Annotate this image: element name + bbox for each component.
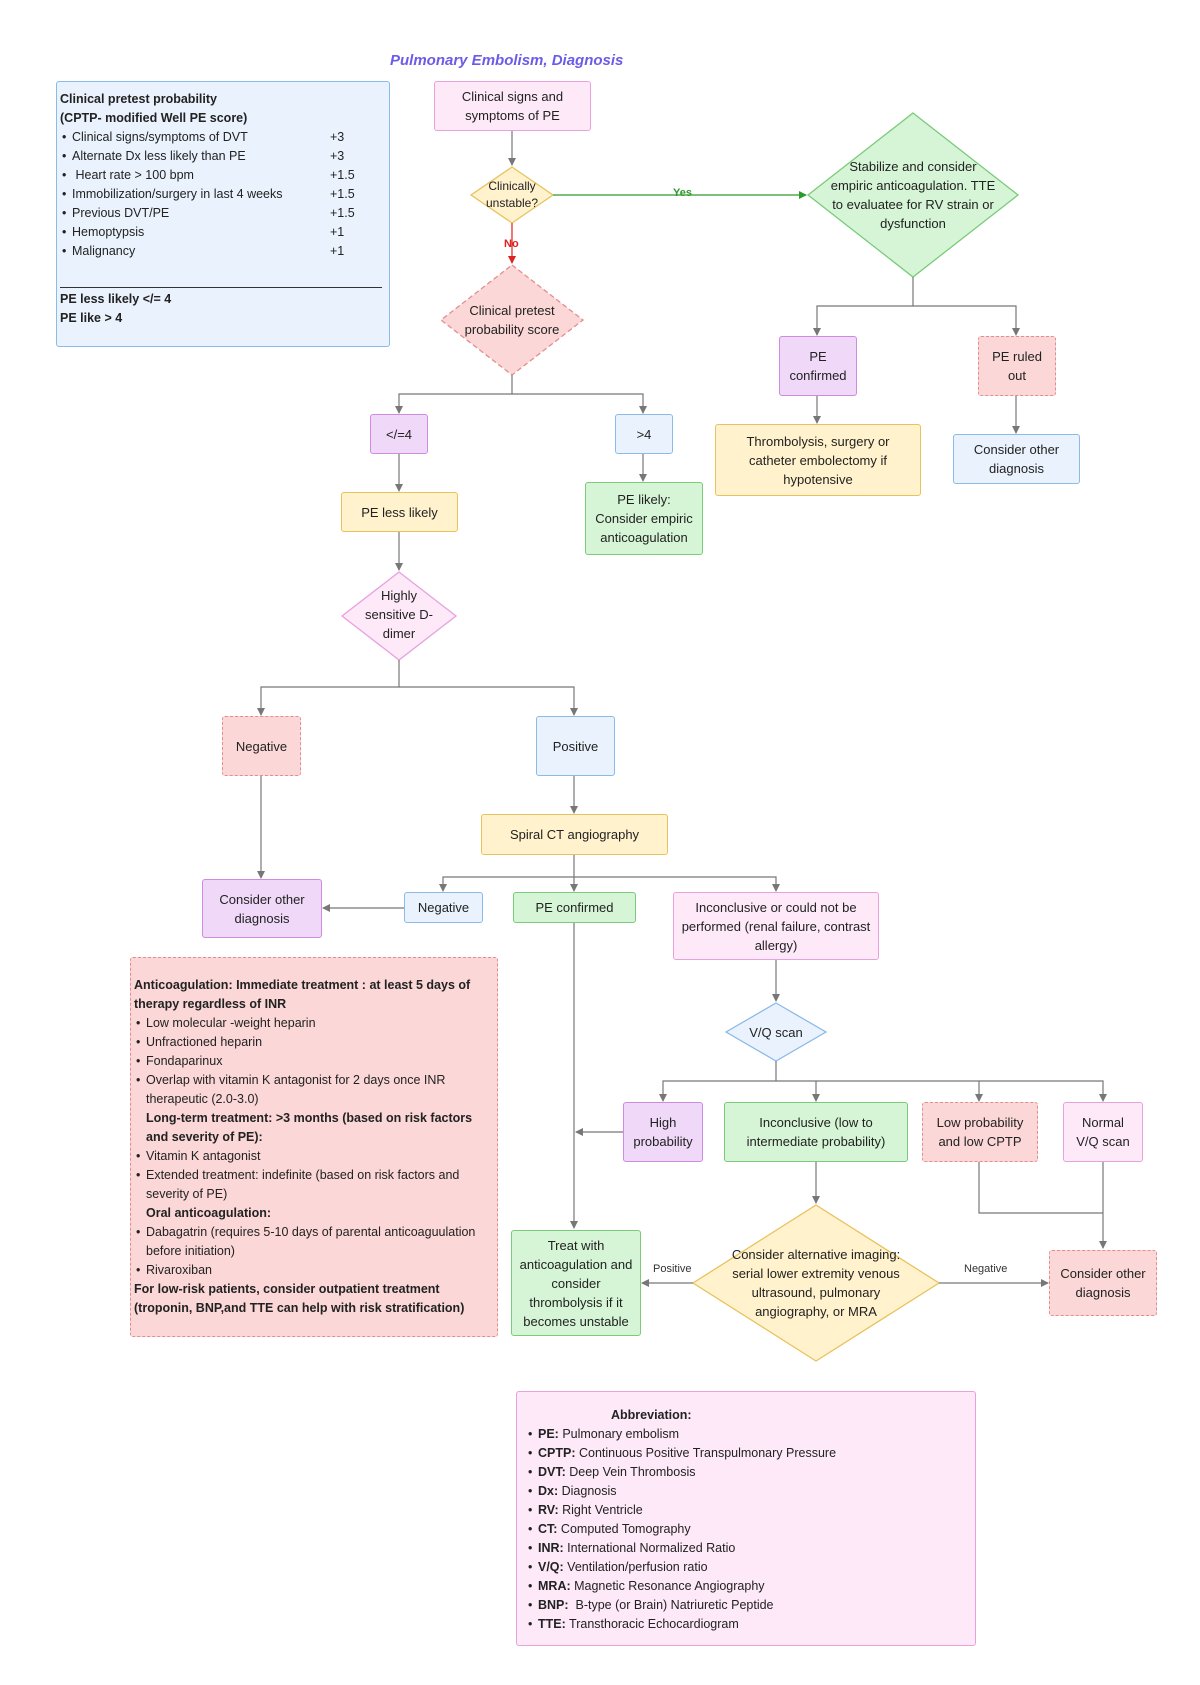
node-consider-other-top: Consider other diagnosis (953, 434, 1080, 484)
node-ddimer-negative: Negative (222, 716, 301, 776)
anticoag-oral-list: Dabagatrin (requires 5-10 days of parent… (134, 1223, 493, 1280)
anticoag-item: Low molecular -weight heparin (134, 1014, 493, 1033)
node-score-le4: </=4 (370, 414, 428, 454)
abbreviation-item: CT: Computed Tomography (526, 1520, 967, 1539)
node-high-probability: High probability (623, 1102, 703, 1162)
edge-label-yes: Yes (673, 187, 692, 199)
anticoagulation-panel: Anticoagulation: Immediate treatment : a… (130, 957, 498, 1337)
node-pe-confirmed-top: PE confirmed (779, 336, 857, 396)
edge-ct-inconclusive (574, 876, 780, 892)
anticoag-heading: Anticoagulation: Immediate treatment : a… (134, 978, 471, 1011)
edge-pretest-gt4 (512, 393, 647, 414)
anticoag-footer: For low-risk patients, consider outpatie… (134, 1282, 465, 1315)
node-ddimer-positive: Positive (536, 716, 615, 776)
node-low-probability: Low probability and low CPTP (922, 1102, 1038, 1162)
cptp-panel: Clinical pretest probability (CPTP- modi… (56, 81, 390, 347)
node-consider-other-bottom: Consider other diagnosis (1049, 1250, 1157, 1316)
abbreviation-item: RV: Right Ventricle (526, 1501, 967, 1520)
node-signs-symptoms: Clinical signs and symptoms of PE (434, 81, 591, 131)
abbreviation-item: V/Q: Ventilation/perfusion ratio (526, 1558, 967, 1577)
anticoag-item: Rivaroxiban (134, 1261, 493, 1280)
anticoag-oral-heading: Oral anticoagulation: (146, 1206, 272, 1220)
edge-label-positive: Positive (653, 1263, 692, 1275)
abbreviation-item: MRA: Magnetic Resonance Angiography (526, 1577, 967, 1596)
edge-vq-split (659, 1061, 777, 1102)
abbreviation-item: PE: Pulmonary embolism (526, 1425, 967, 1444)
abbreviation-item: DVT: Deep Vein Thrombosis (526, 1463, 967, 1482)
node-pe-ruled-out: PE ruled out (978, 336, 1056, 396)
node-clinically-unstable: Clinically unstable? (485, 179, 539, 210)
cptp-threshold-less-likely: PE less likely </= 4 (60, 292, 172, 306)
abbreviation-item: CPTP: Continuous Positive Transpulmonary… (526, 1444, 967, 1463)
node-treat-anticoagulation: Treat with anticoagulation and consider … (511, 1230, 641, 1336)
abbreviation-list: PE: Pulmonary embolism CPTP: Continuous … (526, 1425, 967, 1634)
diagram-title: Pulmonary Embolism, Diagnosis (390, 52, 624, 69)
anticoag-item: Dabagatrin (requires 5-10 days of parent… (134, 1223, 493, 1261)
cptp-item: Heart rate > 100 bpm+1.5 (60, 166, 387, 185)
node-pe-likely: PE likely: Consider empiric anticoagulat… (585, 482, 703, 555)
node-d-dimer: Highly sensitive D-dimer (365, 587, 433, 641)
edge-stabilize-ruledout (913, 305, 1020, 336)
cptp-item: Hemoptypsis+1 (60, 223, 387, 242)
anticoag-immediate-list: Low molecular -weight heparin Unfraction… (134, 1014, 493, 1109)
anticoag-item: Vitamin K antagonist (134, 1147, 493, 1166)
node-consider-other-mid: Consider other diagnosis (202, 879, 322, 938)
anticoag-item: Unfractioned heparin (134, 1033, 493, 1052)
edge-ddimer-positive (399, 686, 578, 716)
abbreviation-heading: Abbreviation: (611, 1408, 692, 1422)
cptp-threshold-likely: PE like > 4 (60, 311, 123, 325)
alt-imaging-diamond (691, 1204, 941, 1362)
edge-pretest-le4 (395, 375, 513, 414)
cptp-item: Clinical signs/symptoms of DVT+3 (60, 128, 387, 147)
edge-vq-inconclusive (776, 1080, 820, 1102)
node-ct-pe-confirmed: PE confirmed (513, 892, 636, 923)
node-ct-negative: Negative (404, 892, 483, 923)
abbreviation-item: BNP: B-type (or Brain) Natriuretic Pepti… (526, 1596, 967, 1615)
cptp-heading: Clinical pretest probability (60, 92, 217, 106)
node-pretest-probability: Clinical pretest probability score (464, 303, 560, 337)
cptp-item: Previous DVT/PE+1.5 (60, 204, 387, 223)
anticoag-item: Overlap with vitamin K antagonist for 2 … (134, 1071, 493, 1109)
edge-vq-normal (979, 1080, 1107, 1102)
node-thrombolysis: Thrombolysis, surgery or catheter embole… (715, 424, 921, 496)
node-vq-scan: V/Q scan (749, 1024, 803, 1040)
edge-label-no: No (504, 238, 519, 250)
node-normal-vq: Normal V/Q scan (1063, 1102, 1143, 1162)
node-vq-inconclusive: Inconclusive (low to intermediate probab… (724, 1102, 908, 1162)
abbreviation-item: INR: International Normalized Ratio (526, 1539, 967, 1558)
cptp-criteria-list: Clinical signs/symptoms of DVT+3 Alterna… (60, 128, 387, 261)
cptp-item: Malignancy+1 (60, 242, 387, 261)
anticoag-longterm-list: Vitamin K antagonist Extended treatment:… (134, 1147, 493, 1204)
abbreviation-item: Dx: Diagnosis (526, 1482, 967, 1501)
edge-label-negative: Negative (964, 1263, 1008, 1275)
abbreviation-panel: Abbreviation: PE: Pulmonary embolism CPT… (516, 1391, 976, 1646)
node-spiral-ct: Spiral CT angiography (481, 814, 668, 855)
cptp-divider (60, 287, 382, 288)
edge-vq-lowprob (816, 1080, 983, 1102)
cptp-item: Alternate Dx less likely than PE+3 (60, 147, 387, 166)
node-alternative-imaging: Consider alternative imaging: serial low… (731, 1247, 901, 1319)
anticoag-longterm-heading: Long-term treatment: >3 months (based on… (146, 1111, 473, 1144)
node-stabilize: Stabilize and consider empiric anticoagu… (830, 159, 996, 231)
node-ct-inconclusive: Inconclusive or could not be performed (… (673, 892, 879, 960)
node-pe-less-likely: PE less likely (341, 492, 458, 532)
edge-ddimer-negative (257, 660, 400, 716)
anticoag-item: Fondaparinux (134, 1052, 493, 1071)
edge-lowprob-merge (978, 1162, 1103, 1214)
abbreviation-item: TTE: Transthoracic Echocardiogram (526, 1615, 967, 1634)
node-score-gt4: >4 (615, 414, 673, 454)
edge-stabilize-split (813, 277, 914, 336)
edge-ct-split (439, 855, 575, 892)
cptp-subheading: (CPTP- modified Well PE score) (60, 111, 248, 125)
anticoag-item: Extended treatment: indefinite (based on… (134, 1166, 493, 1204)
cptp-item: Immobilization/surgery in last 4 weeks+1… (60, 185, 387, 204)
